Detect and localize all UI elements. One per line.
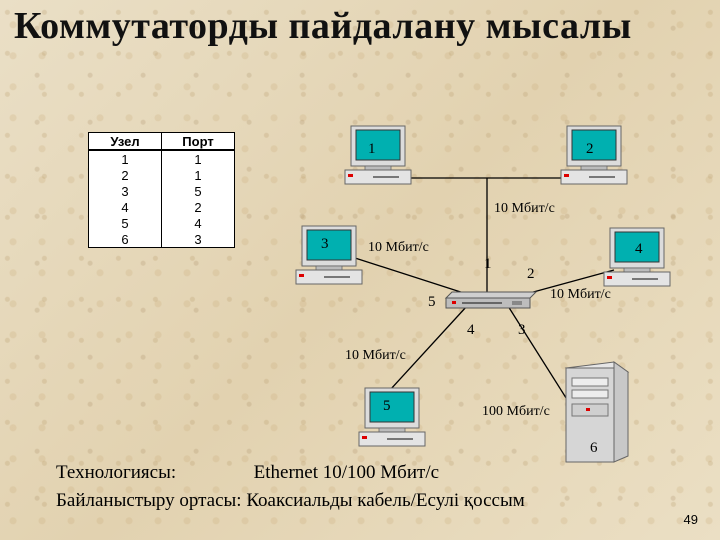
table-cell: 5: [161, 183, 235, 199]
port-1-label: 1: [484, 256, 492, 272]
cable-pc5: [389, 305, 468, 391]
port-3-label: 3: [518, 322, 526, 338]
page-number: 49: [683, 512, 698, 527]
table-header-node: Узел: [88, 132, 162, 151]
port-5-label: 5: [428, 294, 436, 310]
computer-2-icon: [560, 125, 628, 185]
table-cell: 3: [161, 231, 235, 248]
medium-line: Байланыстыру ортасы: Коаксиальды кабель/…: [56, 490, 525, 512]
node-3-label: 3: [321, 236, 329, 252]
node-1-label: 1: [368, 141, 376, 157]
node-4-label: 4: [635, 241, 643, 257]
speed-label-right: 10 Мбит/с: [550, 287, 611, 302]
medium-value: Коаксиальды кабель/Есулі қоссым: [246, 490, 525, 511]
technology-value: Ethernet 10/100 Мбит/с: [253, 462, 440, 483]
server-icon: [564, 361, 630, 463]
computer-1-icon: [344, 125, 412, 185]
technology-line: Технологиясы: Ethernet 10/100 Мбит/с: [56, 462, 439, 484]
technology-label: Технологиясы:: [56, 462, 177, 483]
port-4-label: 4: [467, 322, 475, 338]
table-cell: 1: [161, 150, 235, 167]
speed-label-left: 10 Мбит/с: [368, 240, 429, 255]
table-cell: 4: [161, 215, 235, 231]
node-5-label: 5: [383, 398, 391, 414]
switch-icon: [444, 291, 538, 309]
speed-label-top: 10 Мбит/с: [494, 201, 555, 216]
table-header-port: Порт: [161, 132, 235, 151]
speed-label-lower-left: 10 Мбит/с: [345, 348, 406, 363]
table-cell: 2: [161, 199, 235, 215]
computer-5-icon: [358, 387, 426, 447]
page-title: Коммутаторды пайдалану мысалы: [14, 5, 632, 47]
medium-label: Байланыстыру ортасы:: [56, 490, 242, 511]
computer-3-icon: [295, 225, 363, 285]
cable-pc3: [354, 257, 471, 296]
node-2-label: 2: [586, 141, 594, 157]
port-2-label: 2: [527, 266, 535, 282]
node-6-label: 6: [590, 440, 598, 456]
table-cell: 1: [161, 167, 235, 183]
speed-label-server: 100 Мбит/с: [482, 404, 550, 419]
